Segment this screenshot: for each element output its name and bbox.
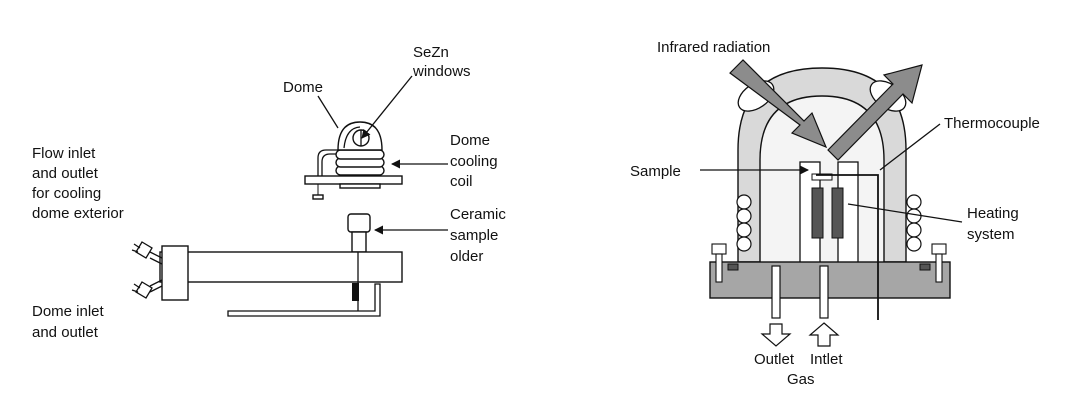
label-gas: Gas [787,371,815,388]
label-dome: Dome [283,79,323,96]
label-ceramic-3: older [450,248,483,265]
label-coil-1: Dome [450,132,490,149]
label-ceramic-2: sample [450,227,498,244]
label-heating-1: Heating [967,205,1019,222]
label-ceramic-1: Ceramic [450,206,506,223]
ceramic-sample-holder [347,213,371,253]
leader-dome [317,95,339,129]
holder-clamp [352,283,359,301]
inlet-arrow [808,322,840,347]
label-sezn-2: windows [412,63,471,80]
cooling-coil [335,149,385,176]
label-flow-3: for cooling [32,185,101,202]
coil-ring [906,222,922,238]
label-thermocouple: Thermocouple [944,115,1040,132]
right-diagram: Infrared radiation Thermocouple Sample H… [630,39,1040,388]
infrared-incident-arrow [729,59,828,149]
dome-base-plate [304,175,403,185]
dome-highlight [343,126,361,149]
heater-element-left [811,187,824,239]
cell-body-bar [159,251,403,283]
coil-tube-left-2 [317,149,342,176]
fitting-tip-upper [131,243,141,253]
coil-ring [736,222,752,238]
label-dome-io-2: and outlet [32,324,99,341]
coil-ring [906,208,922,224]
heater-element-right [831,187,844,239]
coil-tube-left [321,153,342,176]
infrared-reflected-arrow [827,64,923,161]
label-heating-2: system [967,226,1015,243]
gas-inlet-tube [819,265,829,319]
label-flow-4: dome exterior [32,205,124,222]
coil-ring [736,236,752,252]
coil-ring [906,236,922,252]
outlet-arrow [760,323,792,347]
label-infrared: Infrared radiation [657,39,770,56]
sample-disc [811,173,833,181]
base-bolt-left [711,243,739,283]
left-diagram: Dome SeZn windows Dome cooling coil Flow… [32,44,506,341]
ceramic-holder-neck [351,231,367,253]
label-flow-2: and outlet [32,165,99,182]
coil-turn [335,149,385,160]
cell-end-block [161,245,189,301]
label-dome-io-1: Dome inlet [32,303,105,320]
label-sample: Sample [630,163,681,180]
dome-base-foot [312,194,324,200]
label-inlet: Intlet [810,351,843,368]
ceramic-holder-cap [347,213,371,233]
label-sezn-1: SeZn [413,44,449,61]
fitting-tip-lower [131,283,141,293]
label-coil-2: cooling [450,153,498,170]
dome-cooling-coils [736,194,922,252]
label-outlet: Outlet [754,351,795,368]
dome-base-lip [339,183,381,189]
coil-ring [736,194,752,210]
label-flow-1: Flow inlet [32,145,96,162]
gas-outlet-tube [771,265,781,319]
cell-body [131,241,403,317]
coil-ring [736,208,752,224]
leader-heating [847,203,963,223]
leader-thermocouple [879,123,941,171]
thermocouple-wire [816,174,879,320]
fitting-pipe-upper [149,251,163,265]
flow-fittings [131,241,163,299]
fitting-nut-upper [135,241,153,259]
fitting-pipe-lower [149,279,163,293]
leader-sezn [361,75,413,139]
lever-arm [227,283,381,317]
fitting-nut-lower [135,281,153,299]
coil-ring [906,194,922,210]
base-bolt-right [919,243,947,283]
dome-cell [304,121,403,200]
label-coil-3: coil [450,173,473,190]
cell-base [709,261,951,299]
